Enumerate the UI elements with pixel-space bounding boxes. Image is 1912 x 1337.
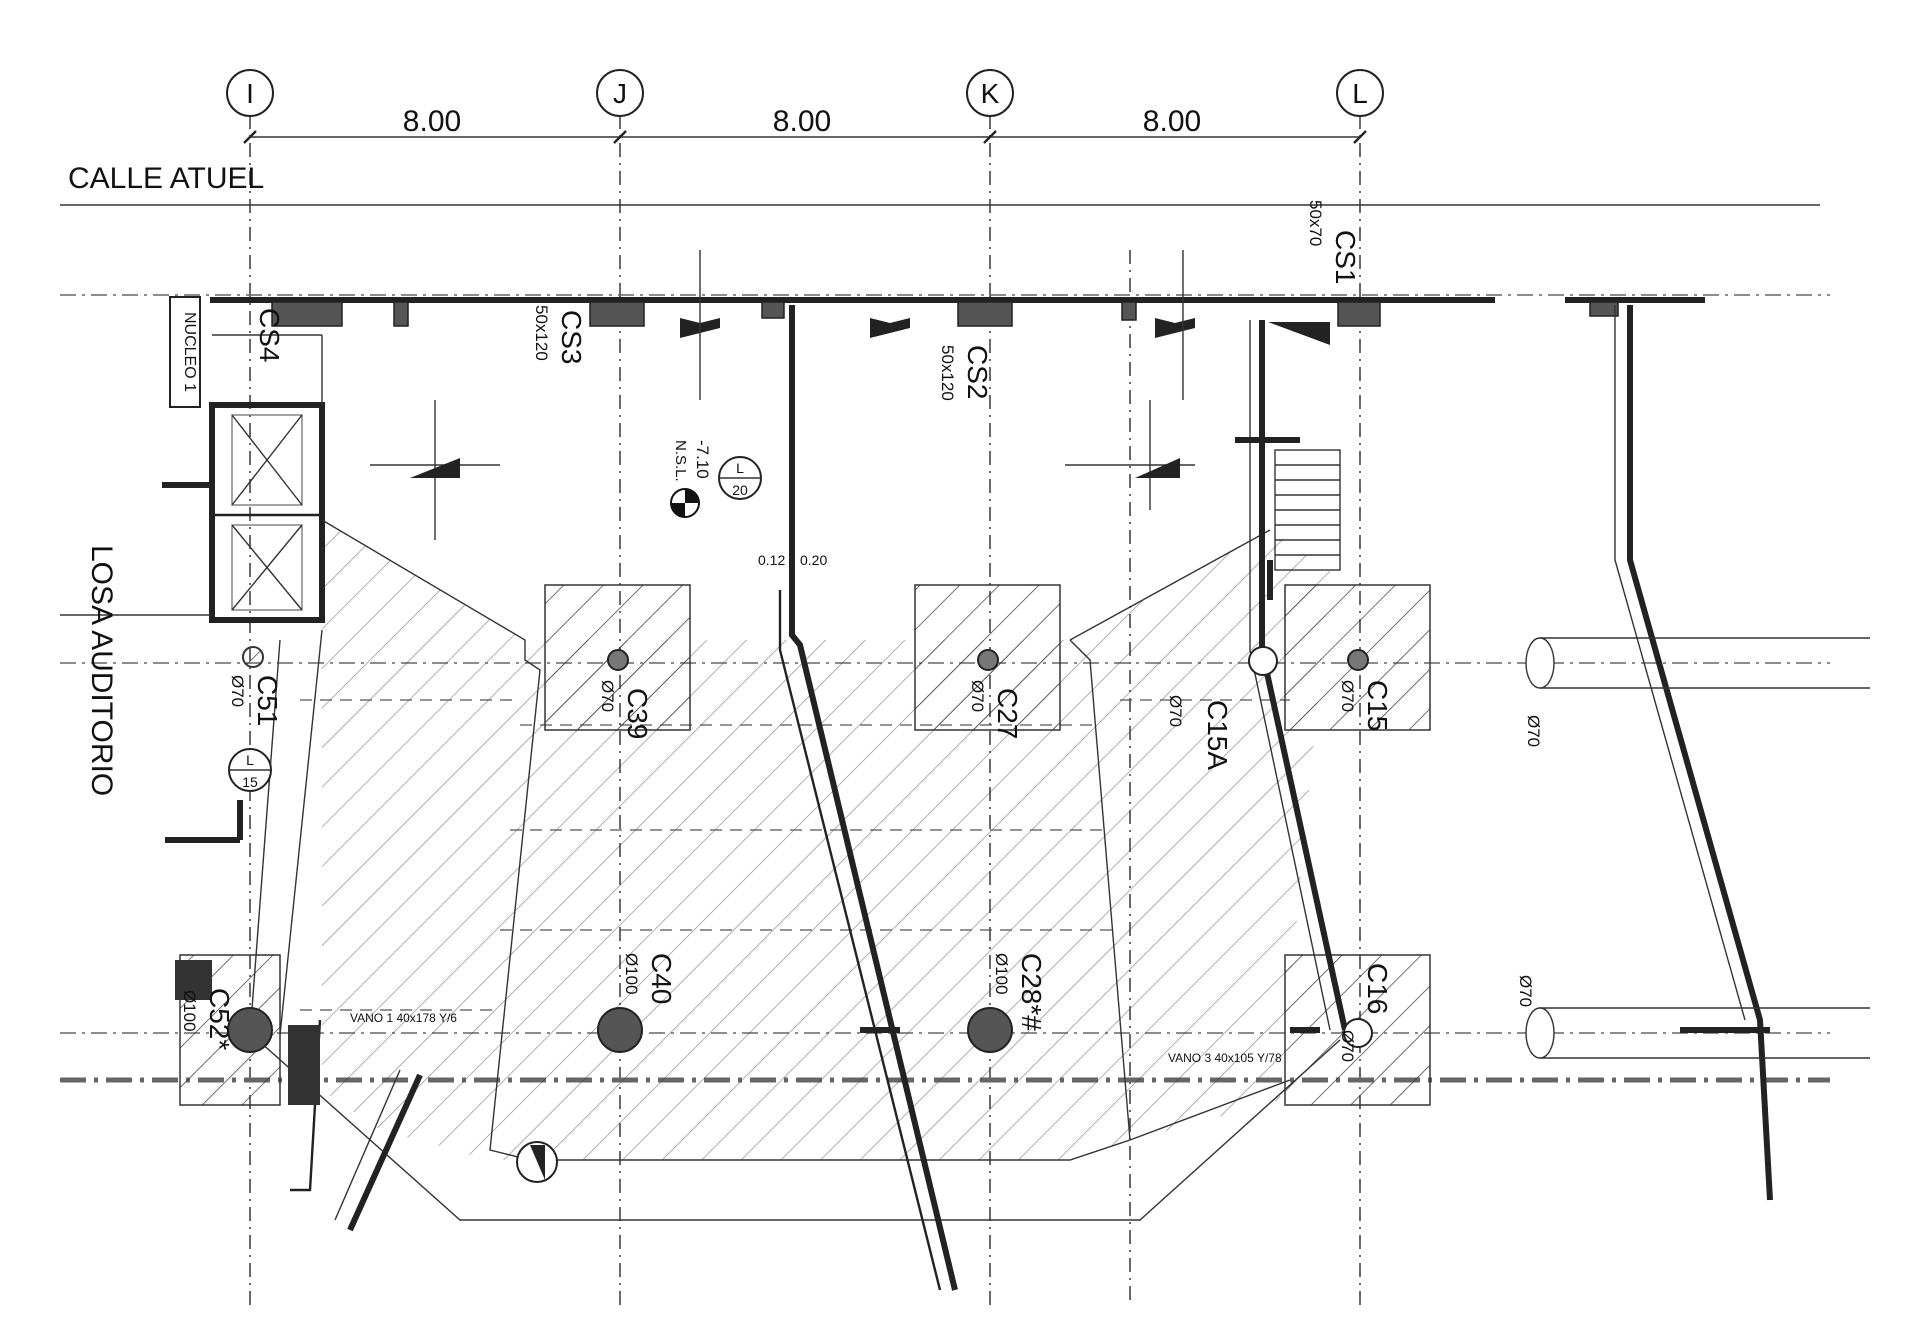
- svg-text:C15: C15: [1362, 680, 1393, 731]
- core-label: NUCLEO 1: [181, 312, 198, 392]
- pipe-size: Ø70: [1516, 975, 1535, 1007]
- slab-label: LOSA AUDITORIO: [85, 545, 118, 796]
- column-label-c15: C15 Ø70: [1338, 680, 1393, 731]
- span-dimension: 8.00: [1143, 105, 1201, 138]
- svg-text:50x120: 50x120: [938, 345, 957, 401]
- svg-text:50x120: 50x120: [532, 305, 551, 361]
- svg-text:Ø70: Ø70: [1338, 1030, 1357, 1062]
- sloped-walls: [165, 305, 1773, 1291]
- svg-text:Ø70: Ø70: [968, 680, 987, 712]
- opening-note: VANO 1 40x178 Y/6: [350, 1011, 457, 1025]
- svg-text:50x70: 50x70: [1306, 200, 1325, 246]
- grid-bubble-j: J: [596, 69, 644, 117]
- span-dimension: 8.00: [773, 105, 831, 138]
- section-mark: L 20: [718, 456, 762, 500]
- svg-text:Ø70: Ø70: [1166, 695, 1185, 727]
- svg-text:C15A: C15A: [1202, 700, 1233, 770]
- svg-text:C28*#: C28*#: [1016, 953, 1047, 1031]
- svg-text:Ø100: Ø100: [180, 990, 199, 1032]
- level-marker: -7.10 N.S.L.: [670, 440, 712, 518]
- column-label-cs4: CS4: [254, 308, 285, 362]
- column-label-cs3: CS3 50x120: [532, 305, 587, 364]
- grid-bubble-l: L: [1336, 69, 1384, 117]
- svg-text:CS1: CS1: [1330, 230, 1361, 284]
- svg-text:K: K: [981, 78, 1000, 109]
- column-label-c27: C27 Ø70: [968, 680, 1023, 739]
- svg-text:J: J: [613, 78, 627, 109]
- svg-text:C52*: C52*: [204, 988, 235, 1050]
- column-label-c39: C39 Ø70: [598, 680, 653, 739]
- svg-text:Ø100: Ø100: [622, 953, 641, 995]
- svg-text:Ø100: Ø100: [992, 953, 1011, 995]
- svg-text:Ø70: Ø70: [598, 680, 617, 712]
- facade-wall: [210, 250, 1705, 400]
- pipe-size: Ø70: [1524, 715, 1543, 747]
- svg-text:L: L: [246, 752, 254, 768]
- column-label-c51: C51 Ø70: [228, 675, 283, 726]
- svg-text:15: 15: [242, 774, 258, 790]
- level-tag: N.S.L.: [672, 440, 689, 482]
- grid-bubble-k: K: [966, 69, 1014, 117]
- svg-text:C27: C27: [992, 688, 1023, 739]
- svg-text:CS2: CS2: [962, 345, 993, 399]
- dimension-line: 8.00 8.00 8.00: [243, 105, 1367, 144]
- column-labels: CS1 50x70 CS2 50x120 CS3 50x120 CS4 C51 …: [180, 200, 1393, 1062]
- wall-thickness: 0.12: [758, 552, 785, 568]
- section-mark-2: L 15: [228, 748, 272, 792]
- stair: [1274, 449, 1341, 571]
- svg-text:I: I: [246, 78, 254, 109]
- column-label-c40: C40 Ø100: [622, 953, 677, 1004]
- svg-text:C39: C39: [622, 688, 653, 739]
- column-label-c16: C16 Ø70: [1338, 963, 1393, 1062]
- street-label: CALLE ATUEL: [68, 162, 264, 195]
- pipes-right: Ø70 Ø70: [1516, 637, 1870, 1059]
- column-label-c15a: C15A Ø70: [1166, 695, 1233, 770]
- column-label-cs2: CS2 50x120: [938, 345, 993, 401]
- column-label-c28: C28*# Ø100: [992, 953, 1047, 1031]
- svg-text:L: L: [736, 460, 744, 476]
- svg-text:L: L: [1352, 78, 1368, 109]
- svg-text:C40: C40: [646, 953, 677, 1004]
- svg-text:C16: C16: [1362, 963, 1393, 1014]
- level-value: -7.10: [693, 440, 712, 479]
- svg-text:Ø70: Ø70: [228, 675, 247, 707]
- svg-text:Ø70: Ø70: [1338, 680, 1357, 712]
- column-label-cs1: CS1 50x70: [1306, 200, 1361, 284]
- round-columns: [227, 646, 1373, 1053]
- svg-text:CS4: CS4: [254, 308, 285, 362]
- core-nucleo-1: NUCLEO 1: [60, 296, 325, 623]
- opening-note: VANO 3 40x105 Y/78: [1168, 1051, 1282, 1065]
- svg-text:C51: C51: [252, 675, 283, 726]
- span-dimension: 8.00: [403, 105, 461, 138]
- wall-thickness: 0.20: [800, 552, 827, 568]
- svg-text:20: 20: [732, 482, 748, 498]
- slab-direction-symbols: [370, 400, 1195, 1183]
- svg-text:CS3: CS3: [556, 310, 587, 364]
- column-label-c52: C52* Ø100: [180, 988, 235, 1050]
- grid-bubble-i: I: [226, 69, 274, 117]
